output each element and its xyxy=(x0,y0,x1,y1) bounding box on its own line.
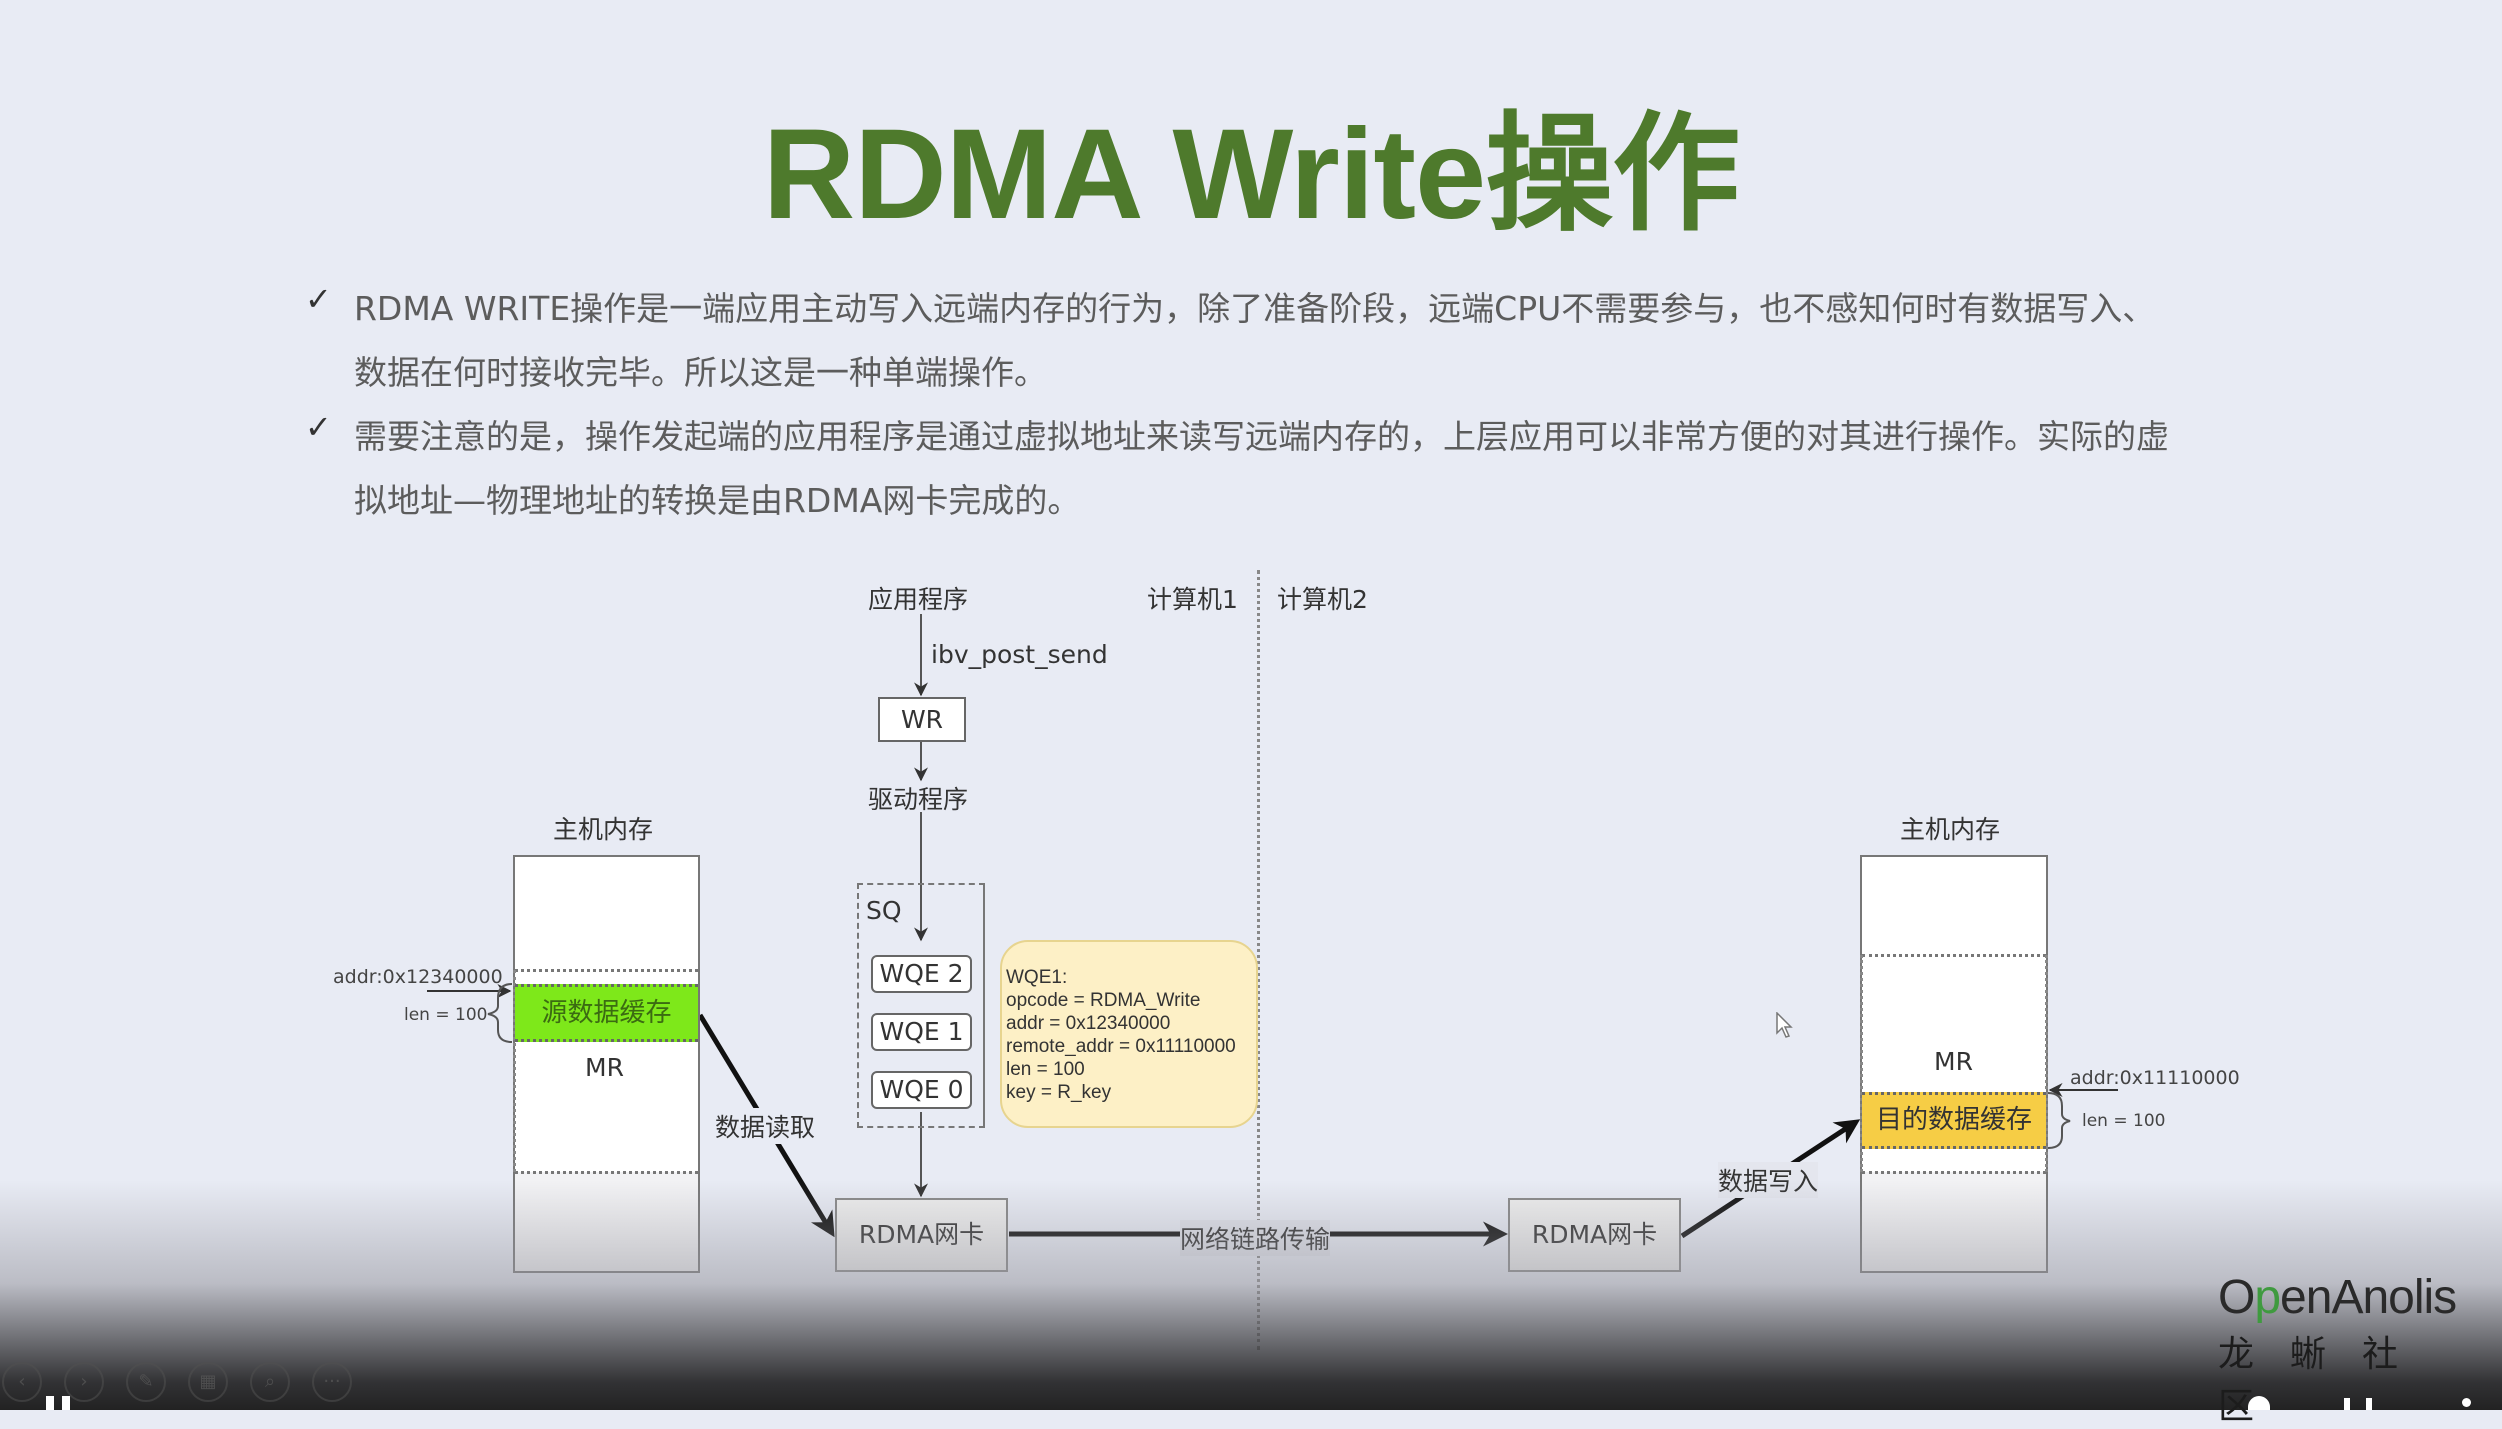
wqe-2-box: WQE 2 xyxy=(871,955,972,993)
right-len-brace xyxy=(2047,1092,2071,1149)
ibv-post-send-label: ibv_post_send xyxy=(931,640,1108,669)
right-memory-title: 主机内存 xyxy=(1900,815,2001,844)
sq-label: SQ xyxy=(866,896,902,925)
left-mr-bottom-line xyxy=(515,1171,698,1174)
note-line: addr = 0x12340000 xyxy=(1006,1013,1171,1034)
wqe-0-box: WQE 0 xyxy=(871,1071,972,1109)
previous-slide-button[interactable]: ‹ xyxy=(2,1362,42,1402)
left-len-brace xyxy=(487,983,513,1043)
bullet-2-line-1: 需要注意的是，操作发起端的应用程序是通过虚拟地址来读写远端内存的，上层应用可以非… xyxy=(354,417,2169,456)
pause-icon-bar-2[interactable] xyxy=(62,1396,70,1410)
computer2-label: 计算机2 xyxy=(1277,585,1368,614)
left-mr-label: MR xyxy=(585,1053,624,1082)
network-link-label: 网络链路传输 xyxy=(1180,1220,1331,1256)
slide-grid-button[interactable]: ▦ xyxy=(188,1362,228,1402)
right-memory-lower xyxy=(1862,1172,2046,1271)
more-menu-icon[interactable] xyxy=(2462,1398,2471,1407)
pause-icon-bar-1[interactable] xyxy=(46,1396,54,1410)
fullscreen-icon[interactable] xyxy=(2344,1398,2372,1410)
left-memory-title: 主机内存 xyxy=(553,815,654,844)
logo-text-cn: 龙蜥社区 xyxy=(2218,1334,2435,1427)
bullet-1-line-1: RDMA WRITE操作是一端应用主动写入远端内存的行为，除了准备阶段，远端CP… xyxy=(354,289,2156,328)
left-mr-top-line xyxy=(515,969,698,972)
right-mr-side-right xyxy=(2045,955,2048,1172)
logo-p: p xyxy=(2254,1271,2281,1324)
volume-icon[interactable] xyxy=(2248,1396,2270,1410)
logo-o: O xyxy=(2218,1271,2255,1324)
mouse-cursor-icon xyxy=(1776,1012,1793,1038)
nic-right: RDMA网卡 xyxy=(1508,1198,1681,1272)
note-line: WQE1: xyxy=(1006,967,1068,988)
next-slide-button[interactable]: › xyxy=(64,1362,104,1402)
left-memory-lower xyxy=(515,1172,698,1271)
note-line: opcode = RDMA_Write xyxy=(1006,990,1201,1011)
check-icon: ✓ xyxy=(305,280,332,318)
right-len-label: len = 100 xyxy=(2082,1111,2166,1131)
bullet-2-line-2: 拟地址—物理地址的转换是由RDMA网卡完成的。 xyxy=(354,481,1081,520)
app-label: 应用程序 xyxy=(868,585,969,614)
sq-container xyxy=(857,883,985,1128)
check-icon: ✓ xyxy=(305,408,332,446)
wqe-1-box: WQE 1 xyxy=(871,1013,972,1051)
note-line: remote_addr = 0x11110000 xyxy=(1006,1036,1236,1057)
pen-tool-button[interactable]: ✎ xyxy=(126,1362,166,1402)
left-len-label: len = 100 xyxy=(404,1005,488,1025)
computer1-label: 计算机1 xyxy=(1147,585,1238,614)
right-addr-label: addr:0x11110000 xyxy=(2070,1067,2240,1089)
note-line: key = R_key xyxy=(1006,1082,1112,1103)
data-write-label: 数据写入 xyxy=(1718,1162,1819,1198)
openanolis-logo: OpenAnolis 龙蜥社区 xyxy=(2218,1270,2502,1429)
source-buffer: 源数据缓存 xyxy=(515,984,698,1042)
destination-buffer: 目的数据缓存 xyxy=(1862,1092,2046,1149)
right-mr-bottom-line xyxy=(1862,1171,2046,1174)
data-read-label: 数据读取 xyxy=(715,1108,816,1144)
right-mr-label: MR xyxy=(1934,1047,1973,1076)
more-options-button[interactable]: ··· xyxy=(312,1362,352,1402)
left-addr-label: addr:0x12340000 xyxy=(333,966,503,988)
zoom-button[interactable]: ⌕ xyxy=(250,1362,290,1402)
computer-divider xyxy=(1257,570,1260,1350)
driver-label: 驱动程序 xyxy=(868,785,969,814)
nic-left: RDMA网卡 xyxy=(835,1198,1008,1272)
wqe1-note: WQE1: opcode = RDMA_Write addr = 0x12340… xyxy=(1000,940,1258,1128)
right-mr-top-line xyxy=(1862,954,2046,957)
logo-rest: enAnolis xyxy=(2280,1271,2457,1324)
bullet-1-line-2: 数据在何时接收完毕。所以这是一种单端操作。 xyxy=(354,353,1047,392)
slide-title: RDMA Write操作 xyxy=(762,103,1740,246)
left-mr-side xyxy=(513,970,516,1172)
logo-text-en: OpenAnolis xyxy=(2218,1270,2502,1325)
wr-box: WR xyxy=(878,697,966,742)
note-line: len = 100 xyxy=(1006,1059,1085,1080)
right-mr-side-left xyxy=(1860,955,1863,1172)
